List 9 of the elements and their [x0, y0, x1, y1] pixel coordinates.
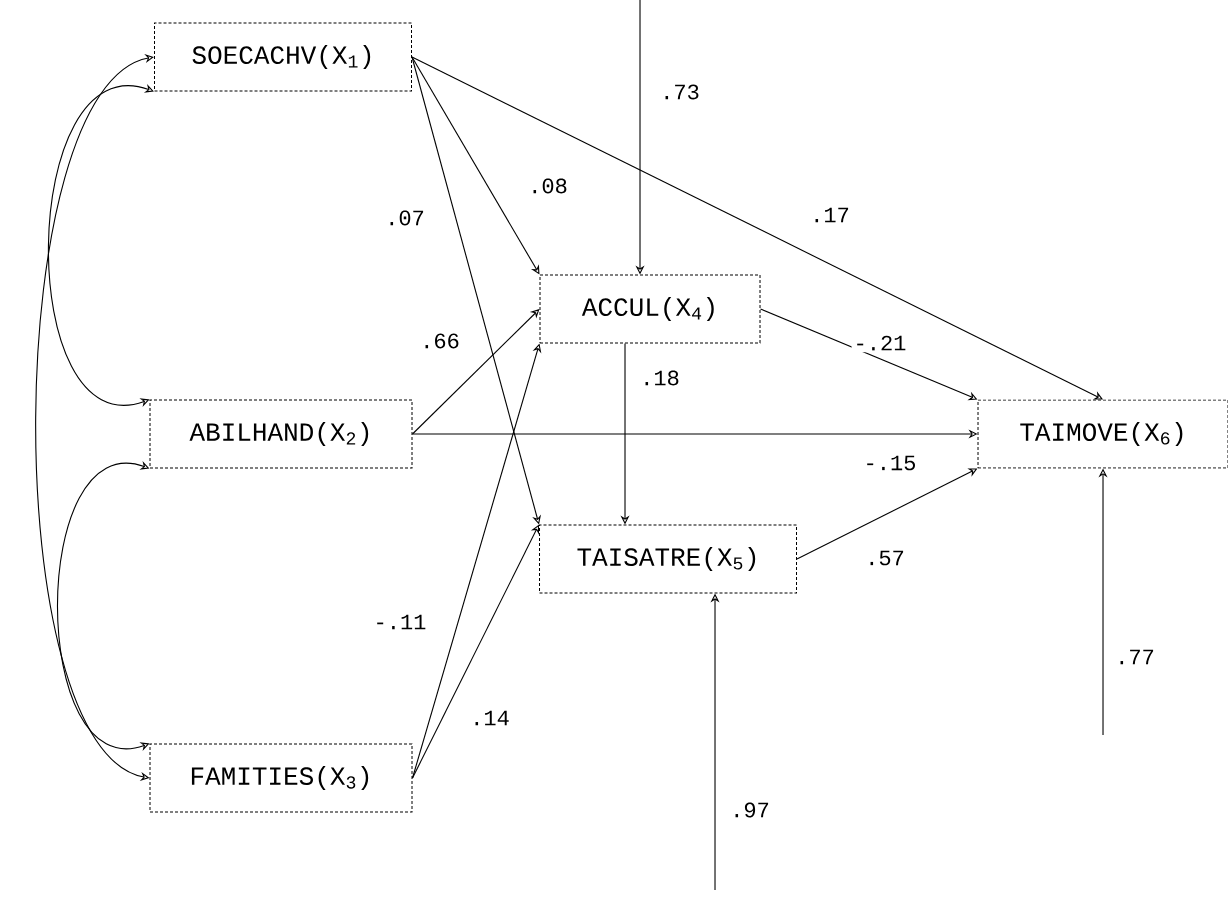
variable-box: SOECACHV(X$_{1}$) — [154, 22, 412, 92]
variable-box: FAMITIES(X$_{3}$) — [149, 743, 413, 813]
arrow — [411, 56, 1103, 400]
variable-box: ACCUL(X$_{4}$) — [539, 274, 761, 344]
arrow — [411, 309, 540, 435]
arrow — [35, 54, 154, 781]
variable-box: TAISATRE(X$_{5}$) — [539, 524, 797, 594]
variable-box: ABILHAND(X$_{2}$) — [149, 399, 413, 469]
variable-box: TAIMOVE(X$_{6}$) — [977, 399, 1228, 469]
